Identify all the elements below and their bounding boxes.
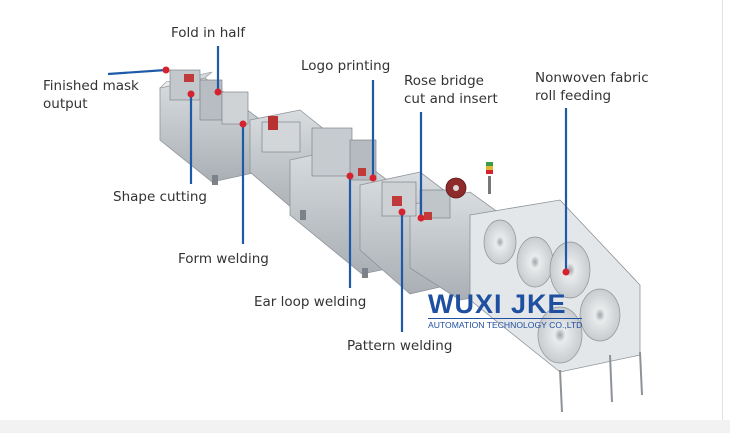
dot-fold-in-half (214, 88, 222, 96)
brand-subtitle: AUTOMATION TECHNOLOGY CO.,LTD (428, 318, 583, 330)
right-border (722, 0, 723, 433)
dot-pattern-welding (398, 208, 406, 216)
dot-logo-printing (369, 174, 377, 182)
label-form-welding: Form welding (178, 251, 269, 267)
label-nonwoven-fabric: Nonwoven fabric roll feeding (535, 70, 649, 104)
dot-shape-cutting (187, 90, 195, 98)
brand-name: WUXI JKE (428, 289, 567, 319)
label-ear-loop-welding: Ear loop welding (254, 294, 367, 310)
label-finished-mask-output: Finished mask output (43, 78, 139, 112)
dot-rose-bridge (417, 214, 425, 222)
label-rose-bridge: Rose bridge cut and insert (404, 73, 498, 107)
pointer-dots (162, 66, 570, 276)
dot-form-welding (239, 120, 247, 128)
pointer-finished-mask (107, 68, 167, 76)
label-pattern-welding: Pattern welding (347, 338, 453, 354)
dot-finished-mask (162, 66, 170, 74)
fabric-roll-rack (469, 199, 643, 413)
dot-ear-loop (346, 172, 354, 180)
label-fold-in-half: Fold in half (171, 25, 246, 41)
label-shape-cutting: Shape cutting (113, 189, 208, 205)
dot-nonwoven (562, 268, 570, 276)
machine-mechanisms (169, 69, 493, 220)
label-logo-printing: Logo printing (301, 58, 391, 74)
pointer-lines (107, 46, 568, 332)
bottom-strip (0, 420, 730, 433)
brand-watermark: WUXI JKE AUTOMATION TECHNOLOGY CO.,LTD (428, 289, 583, 331)
